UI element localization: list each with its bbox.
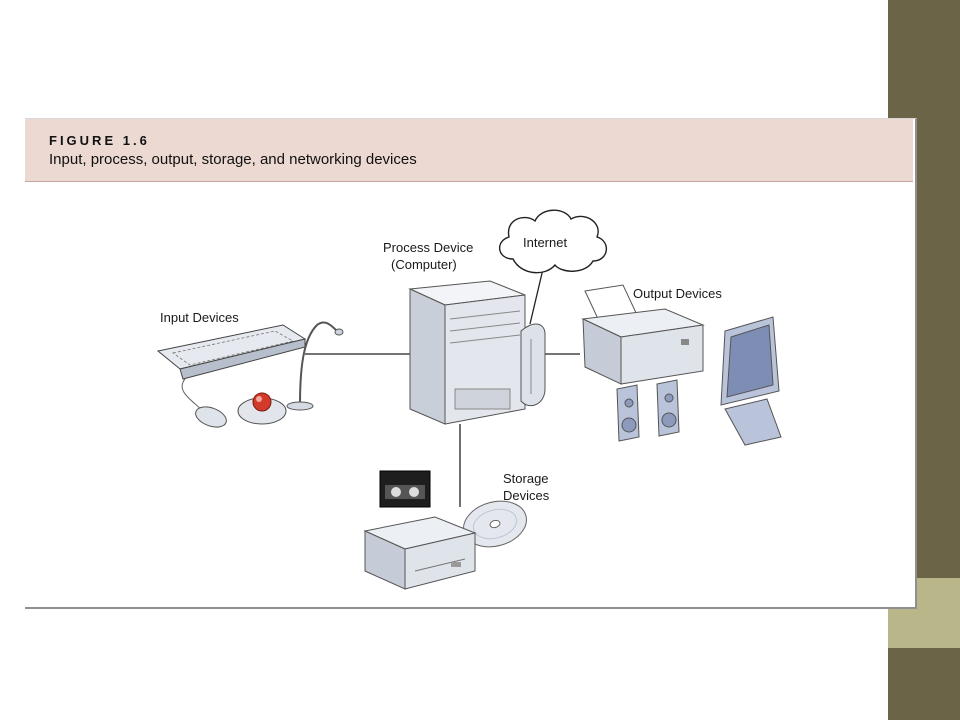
input-label: Input Devices — [160, 310, 239, 325]
storage-label-line1: Storage — [503, 471, 549, 486]
figure-caption: Input, process, output, storage, and net… — [49, 151, 417, 168]
trackball-icon — [237, 392, 287, 425]
cd-disc-icon — [463, 500, 527, 548]
printer-icon — [581, 284, 705, 385]
process-label-line2: (Computer) — [391, 257, 457, 272]
internet-label: Internet — [523, 235, 567, 250]
speaker-icon — [656, 379, 680, 437]
cloud-icon — [499, 209, 607, 274]
edge-process-internet — [529, 268, 544, 325]
microphone-icon — [286, 321, 344, 411]
output-label: Output Devices — [633, 286, 722, 301]
figure-frame: FIGURE 1.6 Input, process, output, stora… — [25, 118, 917, 609]
figure-label: FIGURE 1.6 — [49, 133, 150, 148]
speaker-icon — [616, 384, 640, 442]
monitor-icon — [720, 316, 782, 446]
mouse-icon — [181, 378, 227, 428]
computer-tower-icon — [408, 280, 526, 425]
figure-header: FIGURE 1.6 Input, process, output, stora… — [25, 119, 913, 182]
process-label-line1: Process Device — [383, 240, 473, 255]
keyboard-icon — [156, 324, 307, 380]
external-drive-icon — [363, 516, 477, 590]
storage-label-line2: Devices — [503, 488, 550, 503]
modem-icon — [520, 323, 546, 407]
devices-diagram: Internet Process Device (Computer) Input… — [156, 209, 782, 590]
tape-cartridge-icon — [379, 470, 431, 508]
